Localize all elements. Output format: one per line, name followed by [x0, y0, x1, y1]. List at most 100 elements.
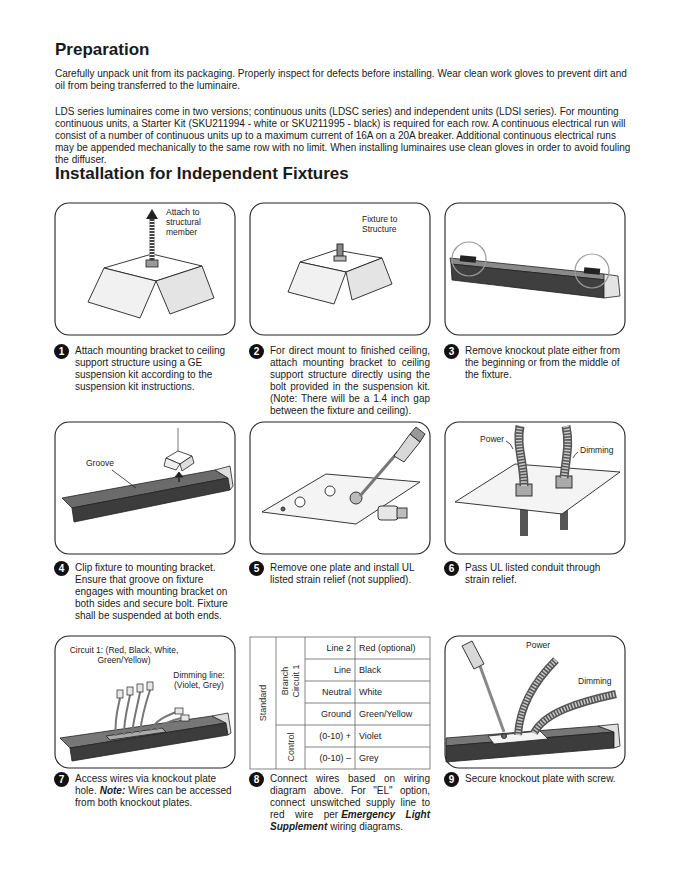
- step-number-text: 8: [254, 775, 260, 785]
- leader-line: [506, 441, 578, 458]
- wire-connector: [137, 684, 143, 692]
- table-cell: Ground: [305, 703, 351, 725]
- threaded-rod: [150, 218, 155, 262]
- conduit: [564, 426, 568, 478]
- mounting-bracket: [178, 428, 179, 452]
- step-caption: For direct mount to finished ceiling, at…: [270, 345, 430, 417]
- table-cell: Violet: [359, 725, 429, 747]
- conduit: [518, 660, 616, 735]
- table-cell: Control: [285, 727, 296, 767]
- step-caption: Secure knockout plate with screw.: [465, 773, 625, 785]
- fixture-bar: [451, 264, 606, 298]
- mounting-bracket: [88, 254, 214, 318]
- wire-connector: [147, 682, 153, 690]
- knockout-plate: [325, 486, 335, 496]
- conduit: [519, 426, 524, 486]
- conduit: [519, 426, 568, 486]
- wiring-table: [305, 659, 430, 660]
- strain-relief: [378, 506, 398, 520]
- wiring-table: [250, 637, 430, 769]
- screwdriver: [462, 641, 507, 739]
- wire: [115, 690, 182, 736]
- screwdriver: [462, 641, 484, 669]
- step-number: 5: [249, 561, 264, 576]
- step-caption: Remove one plate and install UL listed s…: [270, 562, 430, 586]
- table-cell: Neutral: [305, 681, 351, 703]
- section-heading: Preparation: [55, 40, 149, 60]
- wire: [140, 690, 150, 733]
- wiring-table: [250, 637, 430, 769]
- step-caption: Remove knockout plate either from the be…: [465, 345, 625, 381]
- fixture-bar: [604, 274, 620, 298]
- fixture-bar: [446, 732, 614, 762]
- panel-frame: [55, 636, 235, 768]
- mounting-bracket: [175, 472, 183, 477]
- wiring-table: [276, 637, 277, 769]
- caption-text: Wires can be accessed from both knockout…: [75, 785, 232, 808]
- fixture-bar: [70, 723, 228, 761]
- leader-line: [112, 470, 136, 488]
- fixture-bar: [598, 724, 620, 748]
- mounting-bracket: [288, 262, 346, 304]
- table-cell: (0-10) –: [305, 747, 351, 769]
- callout-label: Dimming: [580, 445, 614, 455]
- table-cell: Line: [305, 659, 351, 681]
- table-cell: Line 2: [305, 637, 351, 659]
- wire: [132, 692, 140, 734]
- fixture-bar: [215, 466, 233, 490]
- panel-frame: [250, 203, 430, 335]
- highlight-circle: [452, 242, 609, 288]
- caption-text: wiring diagrams.: [330, 821, 403, 832]
- panel-frame: [445, 636, 625, 768]
- step-number-text: 5: [254, 564, 260, 574]
- step-number: 7: [54, 772, 69, 787]
- conduit: [564, 426, 568, 478]
- step-caption: Pass UL listed conduit through strain re…: [465, 562, 625, 586]
- strain-relief: [378, 506, 407, 520]
- leader-line: [506, 441, 513, 449]
- step-number-text: 2: [254, 347, 260, 357]
- fixture-bar: [60, 713, 231, 761]
- step-caption: Attach mounting bracket to ceiling suppo…: [75, 345, 235, 393]
- callout-label: Dimming line: (Violet, Grey): [168, 670, 230, 690]
- step-number-text: 1: [59, 347, 65, 357]
- conduit: [519, 426, 524, 486]
- step-caption: Connect wires based on wiring diagram ab…: [270, 773, 430, 833]
- step-number: 2: [249, 344, 264, 359]
- wiring-table: [305, 703, 430, 704]
- section-heading: Installation for Independent Fixtures: [55, 164, 349, 184]
- fixture-bar: [62, 466, 233, 522]
- mounting-bracket: [156, 266, 214, 314]
- knockout-plate: [295, 497, 305, 507]
- conduit: [534, 694, 616, 733]
- threaded-rod: [146, 209, 158, 219]
- caption-text: Note:: [100, 785, 126, 796]
- mounting-bracket: [288, 244, 392, 304]
- callout-label: Dimming: [578, 676, 612, 686]
- knockout-plate: [281, 507, 285, 511]
- highlight-circle: [575, 254, 609, 288]
- callout-label: Fixture to Structure: [362, 214, 424, 234]
- wiring-table: [276, 725, 430, 726]
- threaded-rod: [146, 260, 158, 267]
- panel-frame: [55, 203, 625, 768]
- wire-connector: [127, 687, 133, 695]
- step-caption: Access wires via knockout plate hole.Not…: [75, 773, 235, 809]
- step-caption: Clip fixture to mounting bracket. Ensure…: [75, 562, 235, 622]
- knockout-plate: [455, 464, 620, 514]
- table-cell: Standard: [258, 643, 269, 763]
- panel-frame: [55, 203, 235, 335]
- panel-frame: [445, 422, 625, 554]
- step-number: 4: [54, 561, 69, 576]
- step-number: 8: [249, 772, 264, 787]
- wire-connector: [181, 715, 189, 721]
- panel-frame: [250, 422, 430, 554]
- fixture-bar: [450, 258, 620, 298]
- knockout-plate: [262, 474, 420, 524]
- fixture-bar: [72, 478, 230, 522]
- screwdriver: [410, 427, 425, 442]
- step-number-text: 6: [449, 564, 455, 574]
- wiring-table: [305, 747, 430, 748]
- strain-relief: [397, 508, 407, 518]
